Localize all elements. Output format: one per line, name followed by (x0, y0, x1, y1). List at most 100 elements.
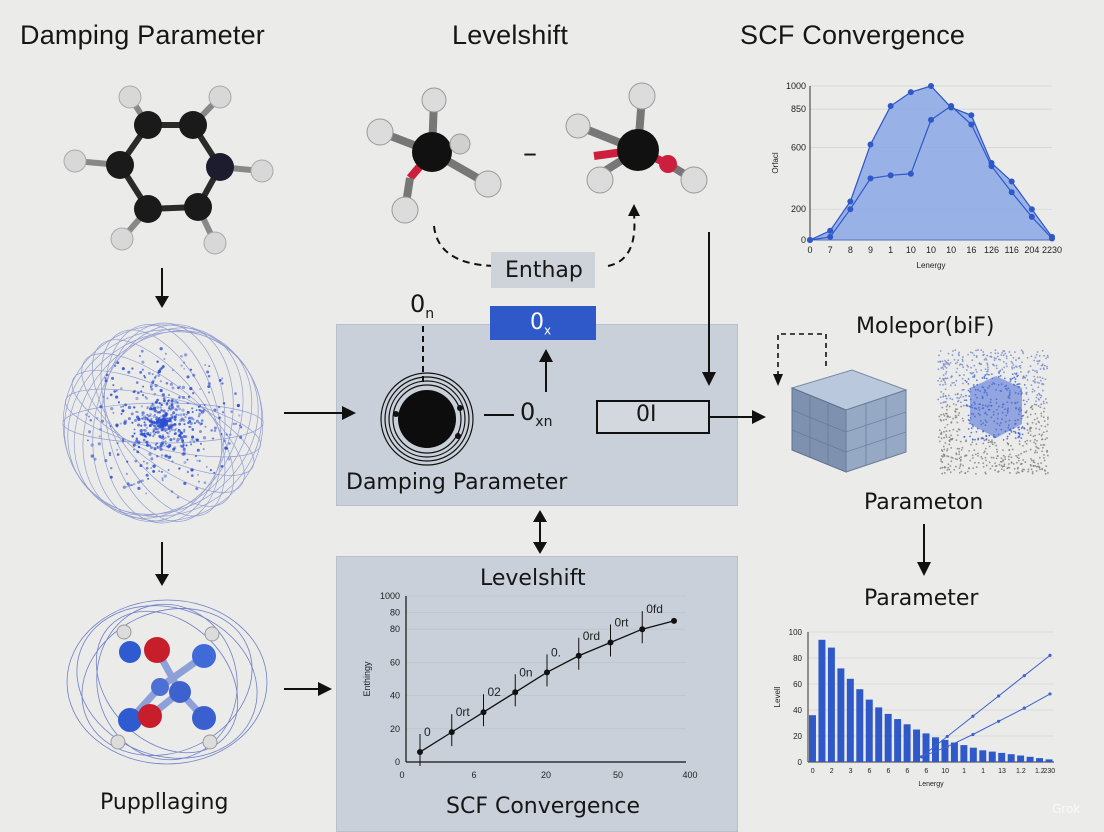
parameton-label: Parameton (864, 490, 984, 515)
overlay-line (921, 655, 1051, 758)
data-point (671, 617, 677, 624)
x-tick-label: 50 (613, 770, 623, 780)
x-tick-label: 3 (849, 768, 853, 775)
overlay-point (997, 694, 1001, 698)
bar (950, 742, 958, 762)
y-tick-label: 850 (791, 104, 806, 114)
bar (856, 689, 864, 762)
point-label: 0 (424, 725, 431, 739)
data-point (867, 141, 874, 148)
overlay-point (1022, 674, 1026, 678)
data-point (887, 172, 894, 179)
x-tick-label: 8 (848, 245, 853, 255)
data-point (907, 89, 914, 96)
damping-node-icon (380, 372, 474, 466)
y-tick-label: 0 (395, 757, 400, 767)
x-tick-label: 0 (807, 245, 812, 255)
data-point (544, 669, 550, 676)
x-tick-label: 0 (399, 770, 404, 780)
data-point (928, 83, 934, 89)
overlay-point (971, 732, 975, 737)
bar (1026, 756, 1034, 762)
overlay-point (945, 745, 949, 749)
x-tick-label: 126 (984, 245, 999, 255)
data-point (448, 729, 455, 736)
x-tick-label: 0 (811, 768, 815, 775)
y-tick-label: 1000 (786, 81, 806, 91)
dashed-curve-arrow-icon (433, 204, 640, 267)
x-tick-label: 6 (905, 768, 909, 775)
bar (979, 750, 987, 762)
damping-panel-caption: Damping Parameter (346, 470, 568, 495)
y-tick-label: 80 (793, 654, 802, 663)
blue-0x-box (490, 306, 596, 340)
x-tick-label: 2230 (1042, 245, 1062, 255)
y-tick-label: 1000 (380, 591, 400, 601)
levelshift-panel-caption: SCF Convergence (446, 794, 641, 819)
x-tick-label: 10 (906, 245, 916, 255)
x-tick-label: 6 (471, 770, 476, 780)
x-tick-label: 1 (962, 768, 966, 775)
point-label: 0. (551, 645, 561, 659)
down-arrow-icon (702, 232, 716, 386)
x-tick-label: 10 (946, 245, 956, 255)
bar (827, 647, 835, 762)
x-tick-label: 1 (888, 245, 893, 255)
y-axis-label: Enthingy (362, 661, 372, 697)
oi-box (596, 400, 710, 434)
down-arrow-icon (917, 524, 931, 576)
point-label: 0fd (646, 602, 663, 616)
node-xn-label: 0xn (520, 398, 553, 430)
y-tick-label: 20 (793, 732, 802, 741)
oi-label: 0I (636, 402, 657, 427)
bar (818, 639, 826, 762)
dash-separator: – (523, 136, 537, 169)
bar (884, 713, 892, 762)
data-point (847, 206, 854, 213)
y-tick-label: 0 (798, 758, 803, 767)
up-arrow-icon (539, 349, 553, 392)
bar (1036, 758, 1044, 762)
data-point (968, 112, 975, 119)
bar (998, 752, 1006, 762)
data-point (827, 233, 834, 240)
bar (922, 733, 930, 762)
tetrahedral-molecule-left-icon (366, 87, 502, 224)
y-tick-label: 40 (793, 706, 802, 715)
x-tick-label: 6 (886, 768, 890, 775)
bar (932, 737, 939, 762)
point-label: 0rd (583, 629, 600, 643)
molepor-label: Molepor(biF) (856, 314, 995, 339)
bar (865, 699, 873, 762)
bar (809, 715, 816, 762)
header-damping-parameter: Damping Parameter (20, 20, 266, 50)
bar (1017, 755, 1025, 762)
right-arrow-icon (284, 406, 356, 420)
o-n-label: 0n (410, 290, 435, 322)
connector-line (484, 414, 514, 416)
bar (1007, 754, 1015, 762)
double-arrow-icon (533, 510, 547, 554)
levelshift-panel-title: Levelshift (480, 566, 586, 591)
bar (875, 707, 883, 762)
data-point (867, 175, 874, 182)
down-arrow-icon (155, 268, 169, 308)
x-axis-label: Lenergy (918, 781, 944, 788)
data-point (847, 198, 854, 205)
bar (903, 724, 911, 762)
y-tick-label: 100 (789, 628, 803, 637)
orbital-molecule-icon (66, 599, 268, 765)
y-axis-label: Orfacl (771, 152, 780, 174)
x-tick-label: 6 (868, 768, 872, 775)
data-point (988, 163, 995, 170)
bar (846, 678, 854, 762)
point-label: 0rt (615, 615, 630, 629)
dashed-bracket-icon (773, 333, 827, 386)
bar (988, 751, 996, 762)
data-point (827, 227, 834, 234)
y-tick-label: 600 (791, 143, 806, 153)
bar (1045, 759, 1053, 762)
overlay-point (919, 755, 924, 759)
y-tick-label: 200 (791, 204, 806, 214)
x-tick-label: 204 (1024, 245, 1039, 255)
